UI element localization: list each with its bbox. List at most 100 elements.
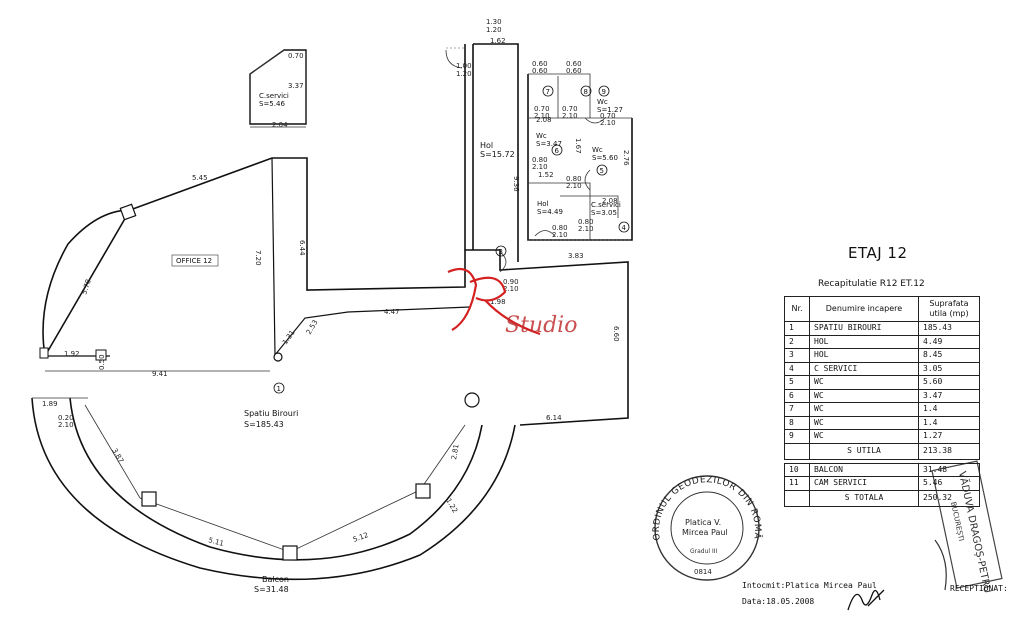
dim-label: 1.92 xyxy=(64,350,80,358)
floor-title: ETAJ 12 xyxy=(848,244,908,262)
balcony-walls xyxy=(31,203,516,581)
stamp-grade: Gradul III xyxy=(690,548,718,555)
dim-label: 6.44 xyxy=(298,240,306,256)
dim-label: 1.62 xyxy=(490,37,506,45)
watermark-text: Studio xyxy=(505,313,577,338)
small-hall-name: Hol xyxy=(537,200,549,208)
header-area: Suprafata utila (mp) xyxy=(918,296,980,322)
service-core xyxy=(445,43,633,273)
total-value: 250.32 xyxy=(918,489,980,507)
dim-label: 5.78 xyxy=(80,278,92,295)
stamp-name-2: Mircea Paul xyxy=(682,528,728,537)
total-row: S TOTALA 250.32 xyxy=(784,489,980,507)
dim-label: 2.76 xyxy=(622,150,630,166)
service-small-area: S=3.05 xyxy=(591,209,617,217)
hall-number: 3 xyxy=(499,248,503,256)
dim-label: 9.36 xyxy=(512,176,520,192)
table-cell-name: WC xyxy=(809,388,919,403)
signature xyxy=(847,589,885,611)
table-cell-name: BALCON xyxy=(809,462,919,477)
wc8-number: 8 xyxy=(584,88,588,96)
total-usable-value: 213.38 xyxy=(918,442,980,460)
dim-label: 1.20 xyxy=(456,70,472,78)
balcony-name: Balcon xyxy=(262,575,289,584)
table-cell-area: 3.47 xyxy=(918,388,980,403)
table-cell-area: 1.4 xyxy=(918,415,980,430)
dim-label: 0.60 xyxy=(566,60,582,68)
dim-label: 0.50 xyxy=(98,354,106,370)
dim-label: 2.04 xyxy=(272,121,288,129)
table-cell-name: WC xyxy=(809,375,919,390)
table-cell-name: WC xyxy=(809,429,919,444)
service-top-area: S=5.46 xyxy=(259,100,285,108)
dimension-labels: 5.45 5.78 6.44 7.20 2.04 1.31 2.53 4.47 … xyxy=(42,18,630,548)
svg-text:ORDINUL GEODEZILOR DIN ROMÂNIA: ORDINUL GEODEZILOR DIN ROMÂNIA xyxy=(0,0,763,541)
main-office-walls xyxy=(42,157,629,426)
wc5-area: S=5.60 xyxy=(592,154,618,162)
table-cell-area: 31.48 xyxy=(918,462,980,477)
total-usable-row: S UTILA 213.38 xyxy=(784,442,980,460)
table-header-row: Nr. Denumire incapere Suprafata utila (m… xyxy=(784,296,980,322)
dim-label: 2.81 xyxy=(450,444,461,461)
main-room-area: S=185.43 xyxy=(244,420,284,429)
table-cell-name: HOL xyxy=(809,348,919,363)
wc5-name: Wc xyxy=(592,146,603,154)
dim-label: 2.08 xyxy=(602,197,618,205)
author-line: Intocmit:Platica Mircea Paul xyxy=(742,581,877,590)
table-cell-area: 1.4 xyxy=(918,402,980,417)
main-room-number: 1 xyxy=(277,385,281,393)
dim-label: 2.10 xyxy=(534,112,550,120)
total-label: S TOTALA xyxy=(809,489,919,507)
dim-label: 5.11 xyxy=(207,536,224,548)
dim-label: 5.12 xyxy=(352,531,369,544)
date-line: Data:18.05.2008 xyxy=(742,597,815,606)
hall-area: S=15.72 xyxy=(480,150,515,159)
table-cell-area: 185.43 xyxy=(918,321,980,336)
dim-label: 0.90 xyxy=(503,278,519,286)
table-cell-nr: 1 xyxy=(784,321,810,336)
table-cell-area: 5.60 xyxy=(918,375,980,390)
stamp2-text-2: BUCUREȘTI xyxy=(949,501,965,542)
dim-label: 9.41 xyxy=(152,370,168,378)
table-cell-nr: 8 xyxy=(784,415,810,430)
dim-label: 2.10 xyxy=(552,231,568,239)
service-room-top xyxy=(249,49,307,128)
service-top-name: C.servici xyxy=(259,92,289,100)
table-cell-nr: 11 xyxy=(784,476,810,491)
office-label: OFFICE 12 xyxy=(176,257,212,265)
service-small-number: 4 xyxy=(622,224,627,232)
table-cell-nr: 7 xyxy=(784,402,810,417)
header-nr: Nr. xyxy=(784,296,810,322)
wc9-name: Wc xyxy=(597,98,608,106)
wc9-area: S=1.27 xyxy=(597,106,623,114)
service-small-name: C.servici xyxy=(591,201,621,209)
dim-label: 2.10 xyxy=(503,285,519,293)
dim-label: 1.67 xyxy=(574,138,582,154)
table-cell-name: CAM SERVICI xyxy=(809,476,919,491)
balcony-area: S=31.48 xyxy=(254,585,289,594)
dim-label: 6.60 xyxy=(612,326,620,342)
room-labels: OFFICE 12 Spatiu Birouri S=185.43 1 Balc… xyxy=(171,85,630,594)
dim-label: 7.20 xyxy=(254,250,262,266)
dim-label: 5.45 xyxy=(192,174,208,182)
dim-label: 6.14 xyxy=(546,414,562,422)
dim-label: 3.87 xyxy=(110,447,125,465)
dim-label: 0.70 xyxy=(288,52,304,60)
dim-label: 0.20 xyxy=(58,414,74,422)
stamp-ring-text: ORDINUL GEODEZILOR DIN ROMÂNIA xyxy=(0,0,763,541)
table-cell-nr: 4 xyxy=(784,361,810,376)
dim-label: 2.10 xyxy=(600,119,616,127)
dim-label: 0.60 xyxy=(532,60,548,68)
header-name: Denumire incapere xyxy=(809,296,919,322)
studio-watermark: Studio xyxy=(447,267,577,338)
table-cell-nr: 2 xyxy=(784,334,810,349)
dim-label: 1.00 xyxy=(456,62,472,70)
dim-label: 0.80 xyxy=(552,224,568,232)
